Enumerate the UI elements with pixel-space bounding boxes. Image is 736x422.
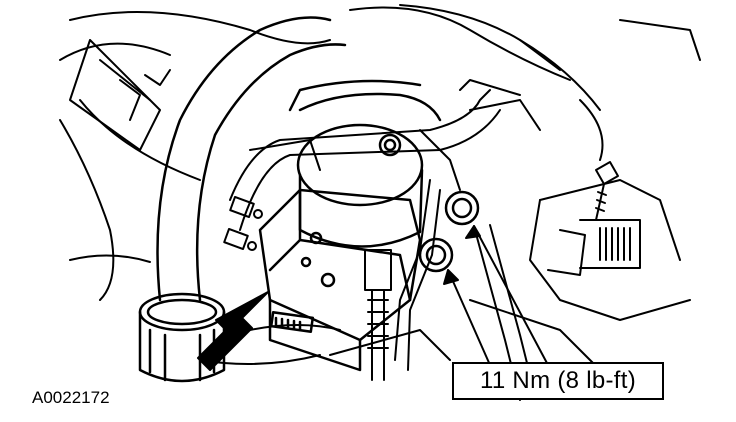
electrical-connector	[364, 249, 392, 381]
torque-leaders	[443, 225, 549, 366]
hose-clamp	[547, 219, 641, 276]
mounting-bolts	[418, 190, 480, 273]
line-fittings	[223, 196, 263, 251]
torque-callout-box: 11 Nm (8 lb-ft)	[452, 362, 664, 400]
torque-spec: 11 Nm (8 lb-ft)	[479, 367, 637, 394]
loose-bolt	[595, 161, 619, 221]
location-arrow	[197, 291, 269, 371]
pump-motor	[288, 79, 442, 248]
figure-id: A0022172	[32, 388, 110, 407]
large-hose	[156, 16, 347, 302]
background-structure	[59, 4, 701, 371]
